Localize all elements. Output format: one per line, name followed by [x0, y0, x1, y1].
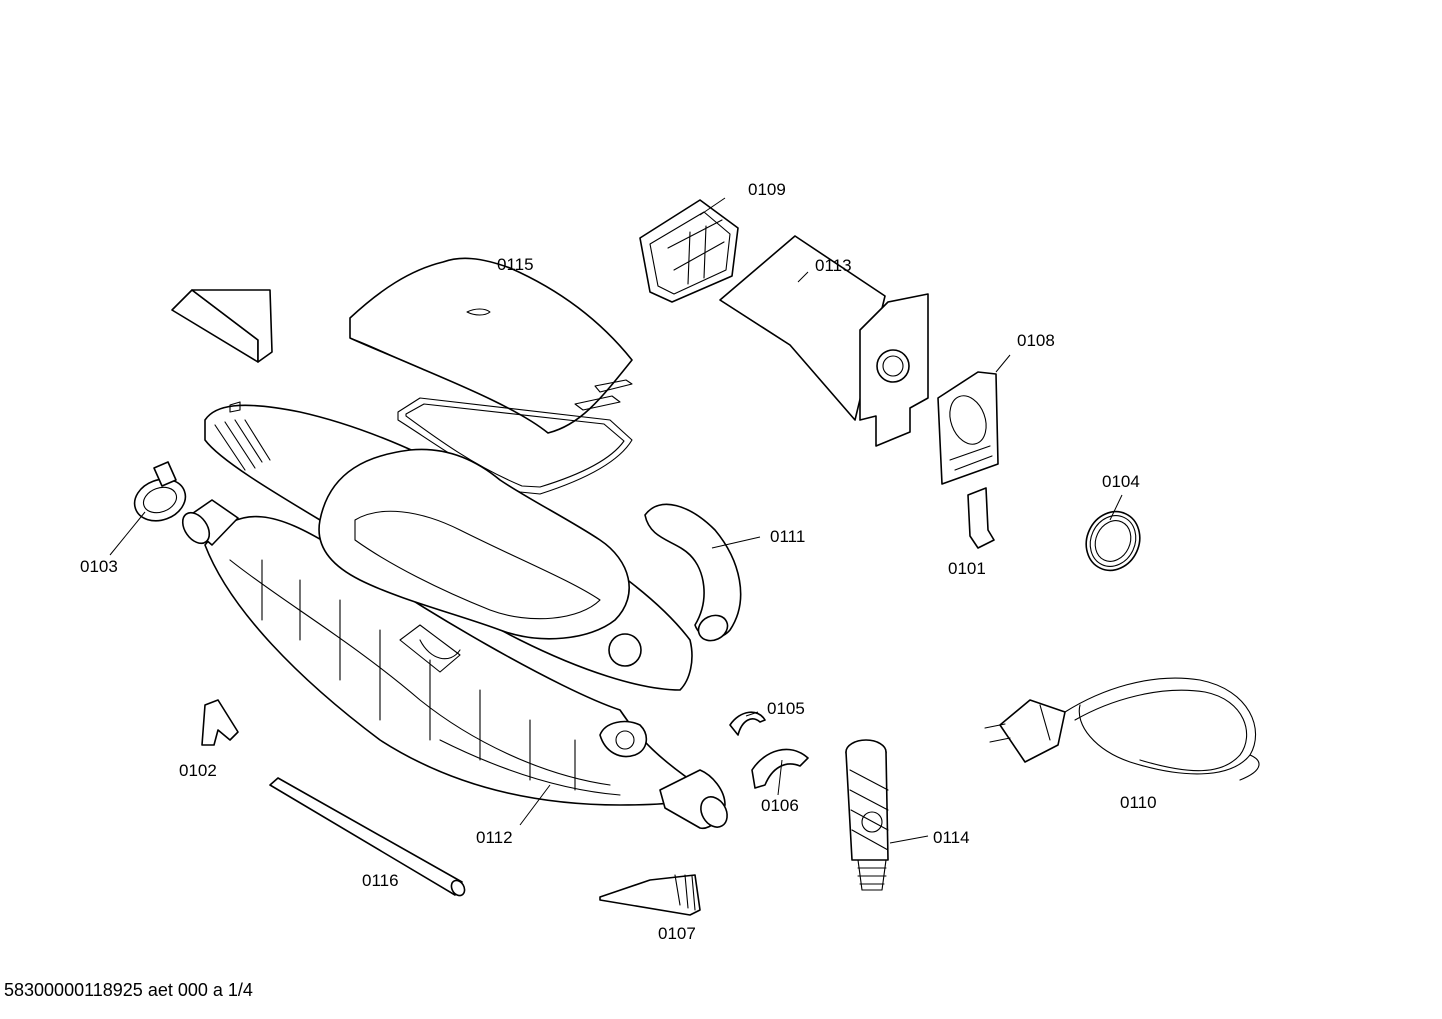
part-0107-nozzle: [599, 874, 701, 916]
part-0110-power-cord: [984, 677, 1260, 781]
label-0105: 0105: [767, 699, 805, 718]
label-0103: 0103: [80, 557, 118, 576]
label-0114: 0114: [933, 828, 970, 847]
label-0104: 0104: [1102, 472, 1140, 491]
part-0115-cover: [349, 257, 633, 434]
label-0109: 0109: [748, 180, 786, 199]
part-0113-dust-bag: [719, 235, 929, 447]
label-0101: 0101: [948, 559, 986, 578]
part-0104-ring-seal: [1085, 510, 1141, 572]
part-inlet-socket: [181, 499, 239, 546]
label-0116: 0116: [362, 871, 399, 890]
label-0102: 0102: [179, 761, 217, 780]
label-0112: 0112: [476, 828, 513, 847]
part-0102-clip: [201, 699, 239, 746]
label-0113: 0113: [815, 256, 852, 275]
part-0106-flap: [751, 748, 809, 789]
part-0116-rod: [269, 777, 466, 897]
part-0115-seal-frame: [397, 397, 633, 495]
part-0114-spring-reel: [845, 739, 889, 891]
document-reference-footer: 58300000118925 aet 000 a 1/4: [4, 980, 253, 1000]
label-0107: 0107: [658, 924, 696, 943]
part-0109-filter-frame: [639, 199, 739, 303]
label-0111: 0111: [770, 527, 805, 546]
label-0110: 0110: [1120, 793, 1157, 812]
part-0111-hose-elbow: [644, 503, 742, 642]
part-labels: 0109 0115 0113 0108 0104 0111 0103 0101 …: [80, 180, 1157, 943]
label-0106: 0106: [761, 796, 799, 815]
part-0112-housing: [204, 515, 728, 830]
part-0101-strip: [967, 487, 995, 549]
label-0115: 0115: [497, 255, 534, 274]
part-0105-curved-piece: [729, 711, 766, 736]
part-upper-shell: [204, 401, 693, 691]
leader-lines: [109, 197, 1123, 844]
part-0103-ring-clamp: [133, 461, 187, 522]
part-angled-bracket: [171, 289, 273, 363]
part-0108-bag-plate: [937, 371, 999, 485]
label-0108: 0108: [1017, 331, 1055, 350]
